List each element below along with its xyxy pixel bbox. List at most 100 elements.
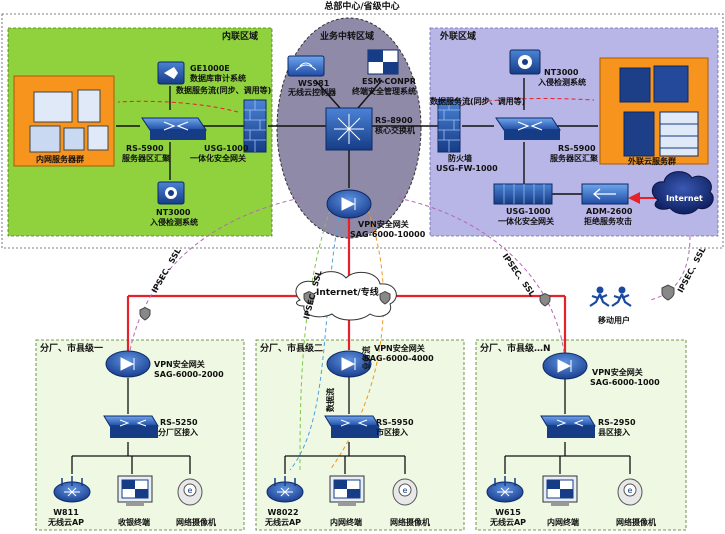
nt3000-outer-ids-icon bbox=[509, 49, 541, 75]
esm-sub: 终端安全管理系统 bbox=[352, 87, 416, 96]
branch-links bbox=[71, 374, 631, 474]
ws981-wireless-controller-icon bbox=[287, 55, 325, 77]
transit-zone-label: 业务中转区域 bbox=[320, 32, 375, 42]
branchn-terminal-icon bbox=[542, 475, 578, 506]
b1-sw-label: RS-5250 bbox=[160, 418, 198, 427]
branch2-terminal-icon bbox=[329, 475, 365, 506]
hq-title: 总部中心/省级中心 bbox=[324, 2, 400, 12]
usg1000-inner-label: USG-1000 bbox=[204, 144, 249, 153]
bn-sw-label: RS-2950 bbox=[598, 418, 636, 427]
branch1-ap-icon bbox=[53, 476, 91, 503]
adm-sub: 拒绝服务攻击 bbox=[584, 217, 632, 226]
inner-server-rack-icon bbox=[29, 89, 109, 153]
bn-ap-label: W615 bbox=[495, 508, 521, 517]
inner-servers-label: 内网服务器群 bbox=[36, 155, 84, 164]
branchn-switch-icon bbox=[540, 415, 596, 438]
rs8900-core-switch-icon bbox=[325, 107, 373, 151]
b2-cam-label: 网络摄像机 bbox=[390, 518, 430, 527]
adm-label: ADM-2600 bbox=[586, 207, 633, 216]
fw-sub: USG-FW-1000 bbox=[436, 164, 498, 173]
svg-text:e: e bbox=[188, 486, 193, 495]
vpn-hq-label: VPN安全网关 bbox=[358, 220, 409, 229]
rs8900-label: RS-8900 bbox=[375, 116, 413, 125]
fw-label: 防火墙 bbox=[448, 154, 472, 163]
bn-ap-sub: 无线云AP bbox=[489, 518, 527, 527]
internet-cloud bbox=[295, 271, 397, 321]
inner-zone-label: 内联区域 bbox=[222, 32, 259, 42]
b2-vpn-label: VPN安全网关 bbox=[374, 344, 425, 353]
bn-vpn-sub: SAG-6000-1000 bbox=[590, 378, 660, 387]
b2-ap-sub: 无线云AP bbox=[264, 518, 302, 527]
usg1000-outer-gateway-icon bbox=[493, 183, 553, 205]
b1-sw-sub: 分厂区接入 bbox=[158, 428, 198, 437]
rs5900-inner-switch-icon bbox=[141, 117, 207, 140]
nt3000-outer-label: NT3000 bbox=[544, 68, 579, 77]
branch2-switch-icon bbox=[324, 415, 380, 438]
nt3000-inner-label: NT3000 bbox=[156, 208, 191, 217]
adm2600-ddos-icon bbox=[581, 183, 629, 205]
usg-fw-1000-firewall-icon bbox=[437, 99, 461, 153]
branch1-vpn-gateway-icon bbox=[105, 350, 151, 378]
b2-sw-label: RS-5950 bbox=[376, 418, 414, 427]
internet-cloud-icon bbox=[651, 171, 714, 215]
branchn-ap-icon bbox=[486, 476, 524, 503]
branch2-ap-icon bbox=[266, 476, 304, 503]
ge1000e-label: GE1000E bbox=[190, 64, 230, 73]
branch1-title: 分厂、市县级一 bbox=[40, 344, 104, 354]
data-flow-outer-label: 数据服务流(同步、调用等) bbox=[430, 97, 526, 106]
svg-text:e: e bbox=[628, 486, 633, 495]
branch2-vpn-gateway-icon bbox=[326, 350, 372, 378]
bn-vpn-label: VPN安全网关 bbox=[592, 368, 643, 377]
branchn-camera-icon: e bbox=[617, 478, 643, 506]
mobile-user-label: 移动用户 bbox=[598, 316, 630, 325]
nt3000-inner-ids-icon bbox=[157, 181, 185, 205]
vpn-hq-gateway-icon bbox=[326, 189, 372, 219]
mobile-shield-icon bbox=[661, 284, 675, 301]
internet-center-label: Internet/专线 bbox=[316, 288, 379, 298]
branchn-title: 分厂、市县级…N bbox=[480, 344, 551, 354]
ws981-sub: 无线云控制器 bbox=[288, 88, 336, 97]
b1-cam-label: 网络摄像机 bbox=[176, 518, 216, 527]
outer-zone-label: 外联区域 bbox=[440, 32, 477, 42]
rs5900-outer-switch-icon bbox=[495, 117, 561, 140]
ws981-label: WS981 bbox=[298, 79, 330, 88]
nt3000-inner-sub: 入侵检测系统 bbox=[150, 218, 198, 227]
vpn-tunnels bbox=[117, 98, 691, 471]
rs5900-inner-label: RS-5900 bbox=[126, 144, 164, 153]
branch2-camera-icon: e bbox=[392, 478, 418, 506]
rs5900-outer-sub: 服务器区汇聚 bbox=[550, 154, 598, 163]
b2-flow-sub: 业务流 bbox=[362, 346, 371, 370]
rs5900-outer-label: RS-5900 bbox=[558, 144, 596, 153]
bn-term-label: 内网终端 bbox=[547, 518, 579, 527]
ge1000e-audit-icon bbox=[157, 61, 185, 85]
branch1-camera-icon: e bbox=[177, 478, 203, 506]
ipsec-shield-icons bbox=[139, 290, 551, 321]
outer-server-rack-icon bbox=[619, 65, 699, 157]
vpn-hq-sub: SAG-6000-10000 bbox=[350, 230, 426, 239]
svg-text:e: e bbox=[403, 486, 408, 495]
esm-terminal-security-icon bbox=[367, 49, 399, 75]
usg1000-inner-sub: 一体化安全网关 bbox=[190, 154, 246, 163]
usg1000-outer-label: USG-1000 bbox=[506, 207, 551, 216]
branch2-title: 分厂、市县级二 bbox=[260, 344, 324, 354]
internet-cloud-label: Internet bbox=[666, 194, 703, 203]
mobile-user-icon bbox=[589, 286, 632, 307]
b2-sw-sub: 市区接入 bbox=[376, 428, 408, 437]
branchn-vpn-gateway-icon bbox=[542, 352, 588, 380]
b2-flow-label: 数据流 bbox=[326, 388, 335, 412]
b2-term-label: 内网终端 bbox=[330, 518, 362, 527]
rs8900-sub: 核心交换机 bbox=[375, 126, 415, 135]
rs5900-inner-sub: 服务器区汇聚 bbox=[122, 154, 170, 163]
branch1-terminal-icon bbox=[117, 475, 153, 506]
nt3000-outer-sub: 入侵检测系统 bbox=[538, 78, 586, 87]
b1-vpn-sub: SAG-6000-2000 bbox=[154, 370, 224, 379]
bn-sw-sub: 县区接入 bbox=[598, 428, 630, 437]
bn-cam-label: 网络摄像机 bbox=[616, 518, 656, 527]
usg1000-outer-sub: 一体化安全网关 bbox=[498, 217, 554, 226]
usg1000-inner-firewall-icon bbox=[243, 99, 267, 153]
b1-vpn-label: VPN安全网关 bbox=[154, 360, 205, 369]
branch1-switch-icon bbox=[103, 415, 159, 438]
b1-ap-label: W811 bbox=[53, 508, 79, 517]
db-audit-label: 数据库审计系统 bbox=[190, 74, 246, 83]
